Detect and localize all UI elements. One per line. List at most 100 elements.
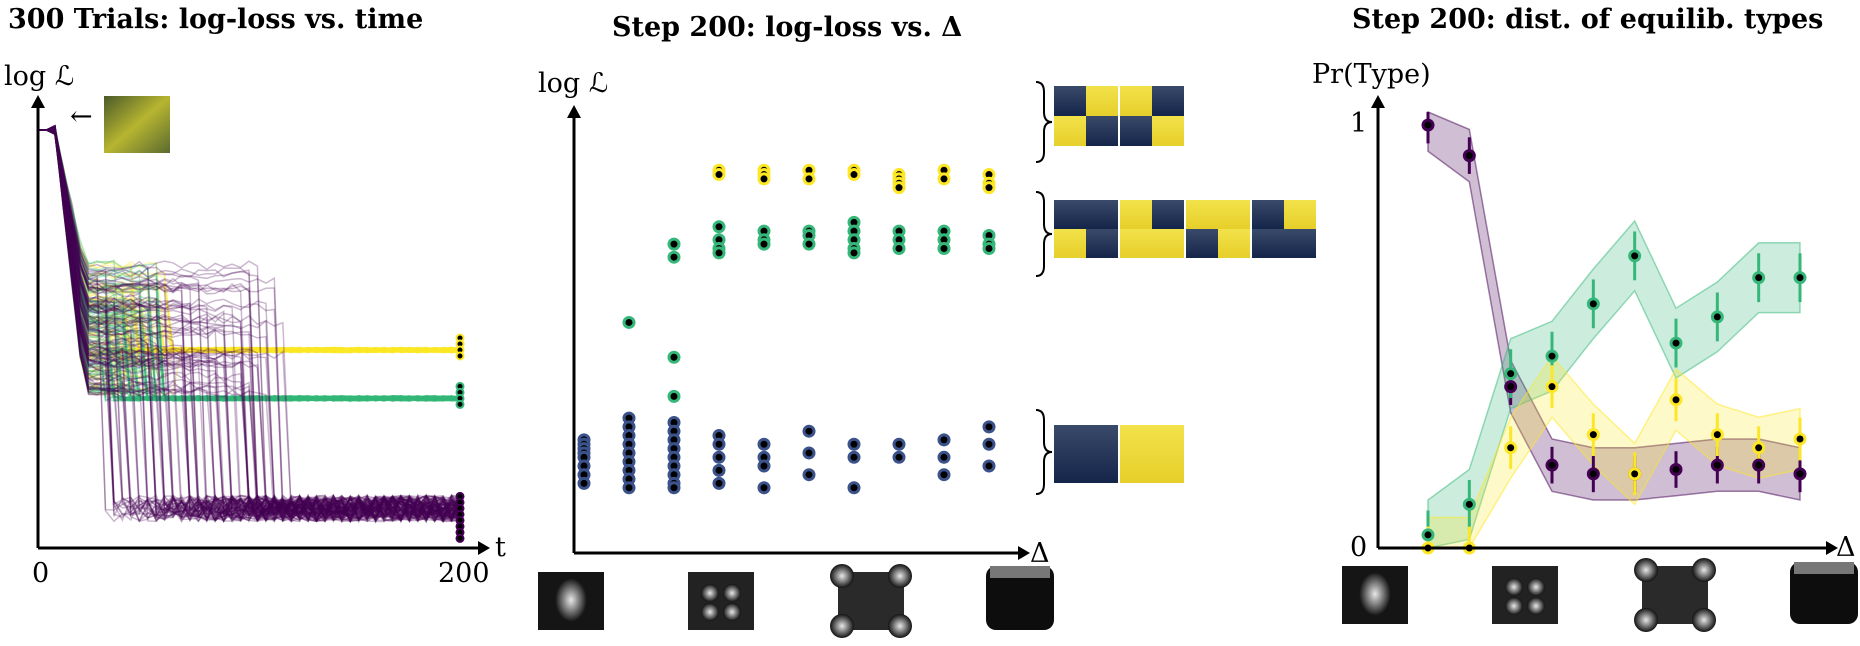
trial-line [38, 127, 461, 354]
trial-line [38, 124, 461, 524]
scatter-point [802, 446, 816, 460]
trial-line [38, 128, 461, 524]
trial-line [38, 128, 461, 395]
trial-line [38, 125, 461, 402]
mean-point [1586, 297, 1600, 311]
scatter-point [757, 481, 771, 495]
scatter-point [892, 181, 906, 195]
trial-line [38, 125, 461, 402]
trial-line [38, 125, 461, 522]
trial-line [38, 129, 461, 360]
trial-line [38, 124, 461, 402]
x-tick-label: 0 [32, 558, 49, 589]
trial-line [38, 129, 461, 402]
trial-line [38, 129, 461, 523]
trial-line [38, 129, 461, 358]
trial-line [38, 129, 461, 383]
potential-thumbnails [538, 564, 1054, 638]
trial-line [38, 129, 461, 397]
mean-point [1752, 271, 1766, 285]
trial-line [38, 124, 461, 402]
trial-line [38, 125, 461, 522]
trial-line [38, 127, 461, 402]
trial-line [38, 128, 461, 523]
trial-line [38, 125, 461, 402]
trial-line [38, 129, 461, 523]
trial-line [38, 125, 461, 402]
trial-line [38, 129, 461, 522]
trial-line [38, 125, 461, 354]
mean-point [1793, 271, 1807, 285]
trial-line [38, 129, 461, 402]
mean-point [1545, 380, 1559, 394]
chart-title: 300 Trials: log-loss vs. time [8, 4, 424, 35]
trial-line [38, 129, 461, 521]
trial-line [38, 129, 461, 523]
trial-line [38, 128, 461, 354]
trial-line [38, 128, 461, 523]
trial-line [38, 124, 461, 523]
trial-line [38, 129, 461, 523]
scatter-point [892, 437, 906, 451]
trial-line [38, 125, 461, 402]
trial-line [38, 129, 461, 402]
trial-line [38, 126, 461, 523]
trial-line [38, 129, 461, 356]
mean-point [1793, 467, 1807, 481]
trial-line [38, 125, 461, 522]
trial-line [38, 125, 461, 402]
trial-line [38, 129, 461, 374]
trial-line [38, 129, 460, 381]
mean-point [1752, 441, 1766, 455]
trial-line [38, 127, 461, 523]
scatter-point [847, 168, 861, 182]
trial-line [38, 129, 461, 523]
trial-line [38, 126, 461, 354]
trial-line [38, 127, 461, 402]
scatter-point [802, 424, 816, 438]
trial-line [38, 129, 461, 402]
trial-line [38, 129, 461, 354]
trial-line [38, 126, 461, 354]
trial-line [38, 124, 461, 523]
trial-line [38, 129, 461, 523]
y-axis-arrow [31, 95, 45, 108]
trial-line [38, 129, 461, 523]
trial-line [38, 129, 461, 353]
trial-line [38, 129, 461, 522]
scatter-point [847, 246, 861, 260]
group-brace [1035, 409, 1053, 495]
trial-line [38, 129, 461, 524]
trial-line [38, 129, 461, 402]
trial-line [38, 126, 461, 380]
trial-line [38, 129, 461, 354]
trial-line [38, 129, 461, 402]
trial-line [38, 127, 461, 402]
trial-line [38, 125, 461, 402]
trial-line [38, 125, 461, 402]
trial-line [38, 129, 461, 354]
trial-line [38, 128, 461, 523]
trial-line [38, 129, 461, 402]
trial-line [38, 129, 461, 402]
trial-line [38, 129, 461, 523]
equilibrium-distribution-chart: Pr(Type) Δ 0 1 [1312, 59, 1858, 632]
trial-line [38, 129, 461, 354]
trial-line [38, 129, 461, 402]
trial-line [38, 129, 461, 519]
trial-line [38, 129, 461, 522]
trial-line [38, 129, 461, 523]
scatter-point [712, 168, 726, 182]
trial-line [38, 125, 461, 522]
trial-line [38, 126, 461, 376]
scatter-point [757, 172, 771, 186]
trial-line [38, 129, 461, 522]
trial-line [38, 129, 461, 354]
trial-line [38, 127, 461, 523]
trial-line [38, 126, 461, 522]
trial-line [38, 126, 461, 402]
trial-line [38, 129, 461, 402]
trial-line [38, 128, 461, 524]
chart-title: Step 200: dist. of equilib. types [1352, 4, 1824, 35]
trial-line [38, 129, 461, 402]
